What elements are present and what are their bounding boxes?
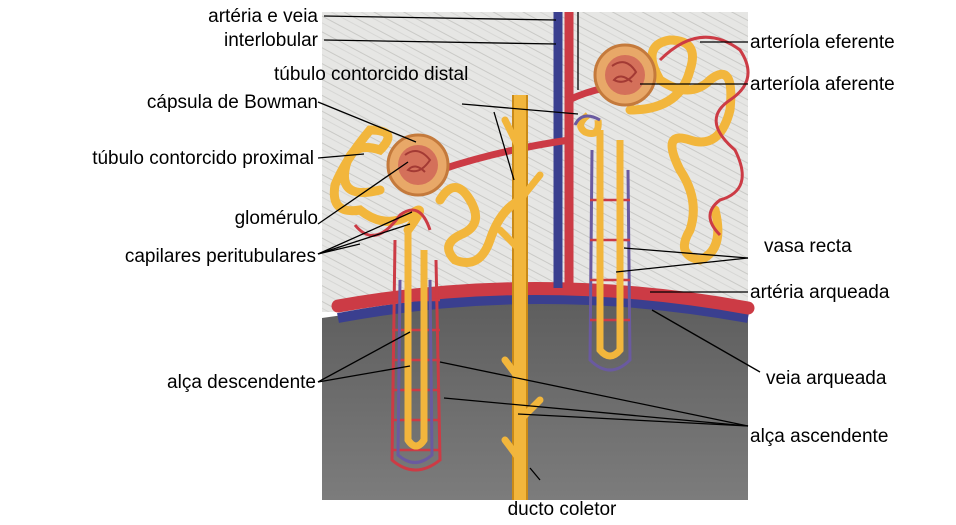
label-alca-ascendente: alça ascendente xyxy=(750,426,888,447)
label-tubulo-proximal: túbulo contorcido proximal xyxy=(92,148,314,169)
label-arteria-arqueada: artéria arqueada xyxy=(750,282,890,303)
label-arteria-veia-line1: artéria e veia xyxy=(208,6,318,27)
label-vasa-recta: vasa recta xyxy=(764,236,852,257)
label-capilares: capilares peritubulares xyxy=(125,246,316,267)
right-glomerulus xyxy=(605,55,645,95)
label-arteriola-aferente: arteríola aferente xyxy=(750,74,895,95)
label-arteriola-eferente: arteríola eferente xyxy=(750,32,895,53)
label-veia-arqueada: veia arqueada xyxy=(766,368,887,389)
label-ducto-coletor: ducto coletor xyxy=(508,499,617,520)
label-arteria-veia-line2: interlobular xyxy=(224,30,319,51)
label-capsula-bowman: cápsula de Bowman xyxy=(147,92,318,113)
renal-cortex xyxy=(322,12,748,312)
label-glomerulo: glomérulo xyxy=(235,208,318,229)
label-alca-descendente: alça descendente xyxy=(167,372,316,393)
label-tubulo-distal: túbulo contorcido distal xyxy=(274,64,468,85)
